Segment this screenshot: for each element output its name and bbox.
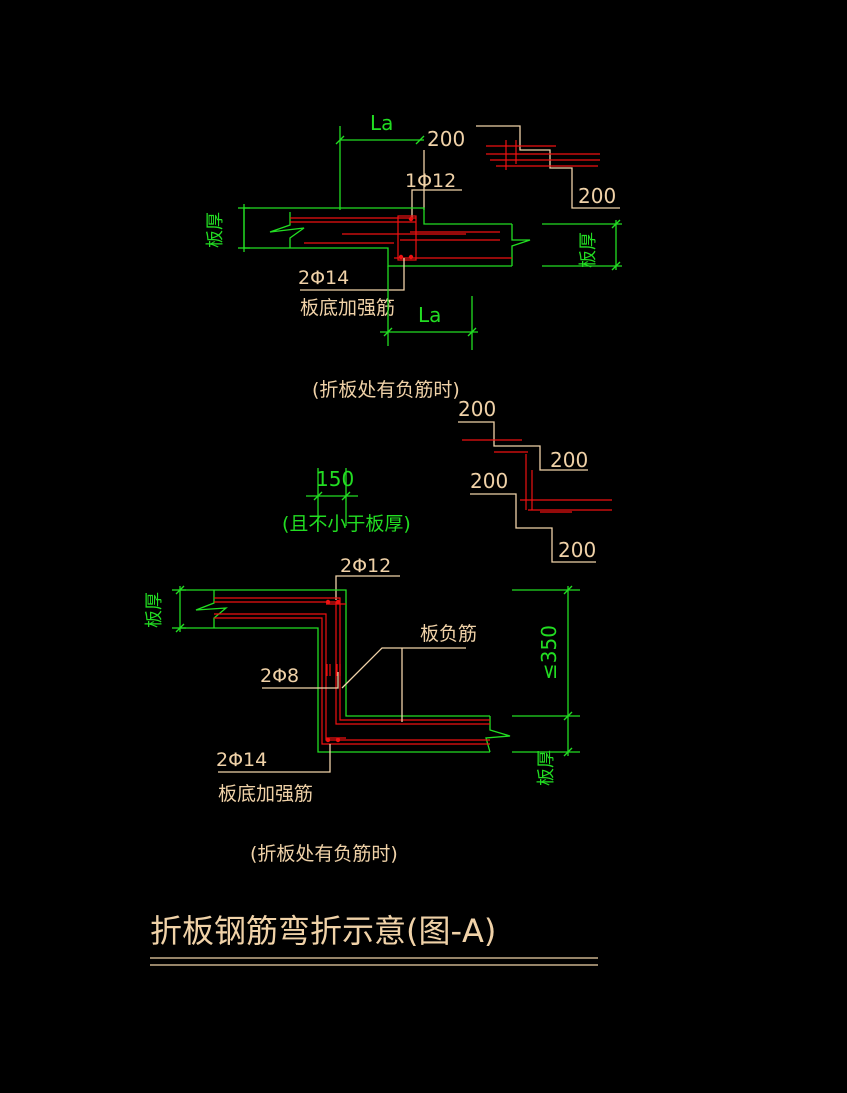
dimension-la-top: La bbox=[335, 111, 425, 210]
bar-2phi14-label-lower: 2Φ14 bbox=[216, 749, 267, 771]
inset-200-a: 200 bbox=[458, 397, 496, 421]
bottom-reinforcement-label: 板底加强筋 bbox=[300, 297, 395, 319]
bar-2phi12-label: 2Φ12 bbox=[340, 555, 391, 577]
la-top-label: La bbox=[370, 111, 393, 135]
upper-detail: La 200 1Φ12 板厚 bbox=[205, 111, 622, 401]
drawing-title: 折板钢筋弯折示意(图-A) bbox=[150, 912, 496, 950]
lower-detail: 150 (且不小于板厚) 2Φ12 板 bbox=[144, 467, 580, 865]
drawing-title-block: 折板钢筋弯折示意(图-A) bbox=[150, 912, 598, 966]
bar-1phi12-label: 1Φ12 bbox=[405, 170, 456, 192]
middle-inset: 200 200 200 200 bbox=[458, 397, 612, 563]
board-thickness-left-label-lower: 板厚 bbox=[144, 592, 165, 628]
dim-200-label: 200 bbox=[427, 127, 465, 151]
inset-200-b: 200 bbox=[550, 448, 588, 472]
lower-caption: (折板处有负筋时) bbox=[250, 843, 398, 865]
inset-200-label: 200 bbox=[578, 184, 616, 208]
not-less-than-thickness-note: (且不小于板厚) bbox=[282, 513, 411, 535]
la-bottom-label: La bbox=[418, 303, 441, 327]
dim-150-label: 150 bbox=[316, 467, 354, 491]
dimension-la-bottom: La bbox=[380, 266, 478, 350]
bottom-reinforcement-label-lower: 板底加强筋 bbox=[218, 783, 313, 805]
inset-200-c: 200 bbox=[470, 469, 508, 493]
upper-caption: (折板处有负筋时) bbox=[312, 379, 460, 401]
inset-200-d: 200 bbox=[558, 538, 596, 562]
dim-350-label: ≤350 bbox=[537, 625, 561, 680]
negative-bar-label: 板负筋 bbox=[420, 623, 477, 645]
board-thickness-left-label: 板厚 bbox=[205, 212, 226, 248]
bar-2phi8-label: 2Φ8 bbox=[260, 665, 299, 687]
board-thickness-right-label-lower: 板厚 bbox=[536, 750, 557, 786]
upper-inset: 200 bbox=[476, 125, 620, 209]
board-thickness-right-label: 板厚 bbox=[578, 232, 599, 268]
bar-2phi14-label: 2Φ14 bbox=[298, 267, 349, 289]
